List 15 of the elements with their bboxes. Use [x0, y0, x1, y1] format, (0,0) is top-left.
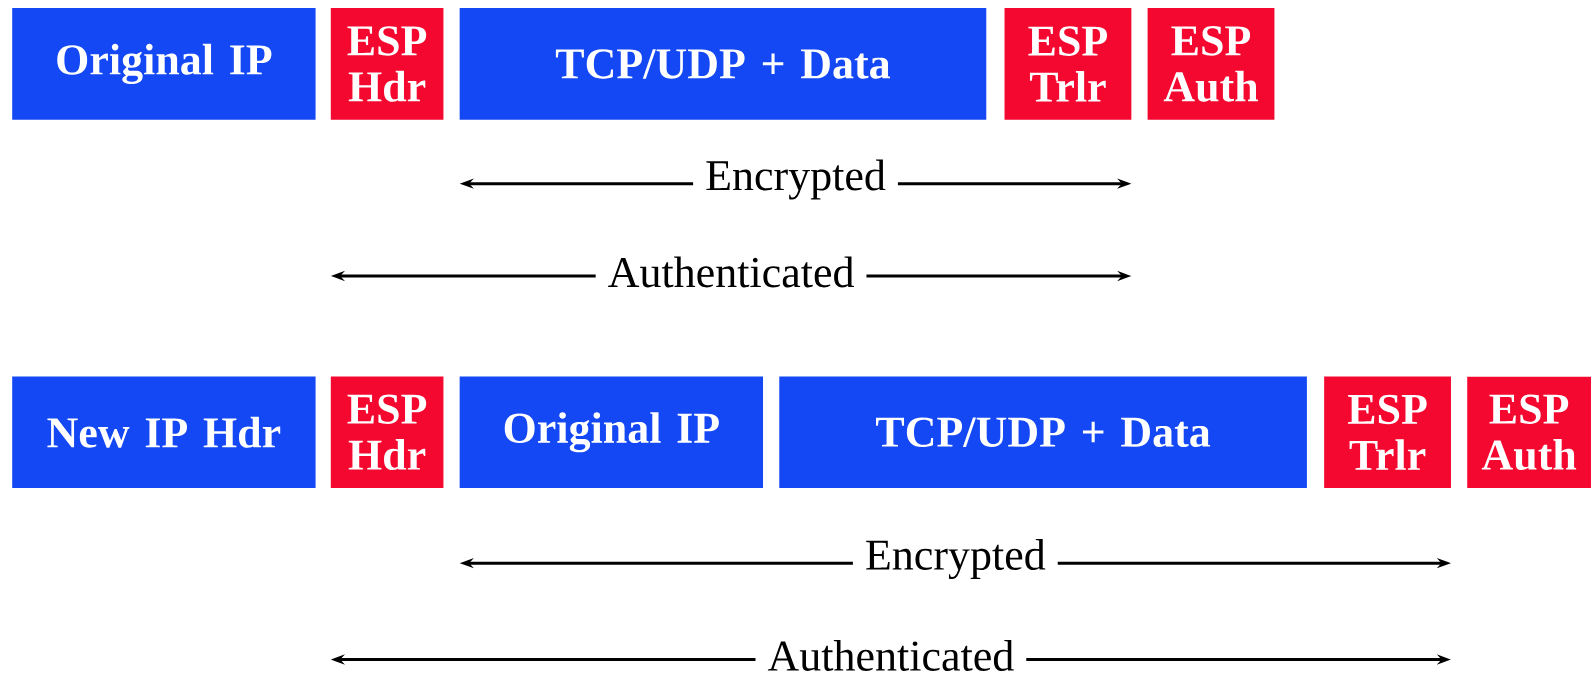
- dimension-label: Authenticated: [755, 638, 1027, 673]
- esp-field-box: ESP Trlr: [1324, 376, 1451, 489]
- esp-field-box: ESP Hdr: [330, 8, 444, 120]
- packet-field-box: TCP/UDP + Data: [779, 376, 1307, 489]
- esp-field-box: ESP Auth: [1467, 376, 1591, 489]
- packet-field-box: New IP Hdr: [12, 376, 316, 489]
- packet-field-box: Original IP: [459, 376, 764, 489]
- esp-field-box: ESP Hdr: [330, 376, 444, 489]
- packet-field-box: TCP/UDP + Data: [459, 8, 987, 120]
- packet-field-box: Original IP: [12, 8, 316, 120]
- esp-field-box: ESP Auth: [1147, 8, 1275, 120]
- dimension-label: Authenticated: [595, 254, 867, 290]
- dimension-label: Encrypted: [852, 537, 1058, 582]
- esp-field-box: ESP Trlr: [1004, 8, 1132, 120]
- dimension-label: Encrypted: [693, 157, 898, 202]
